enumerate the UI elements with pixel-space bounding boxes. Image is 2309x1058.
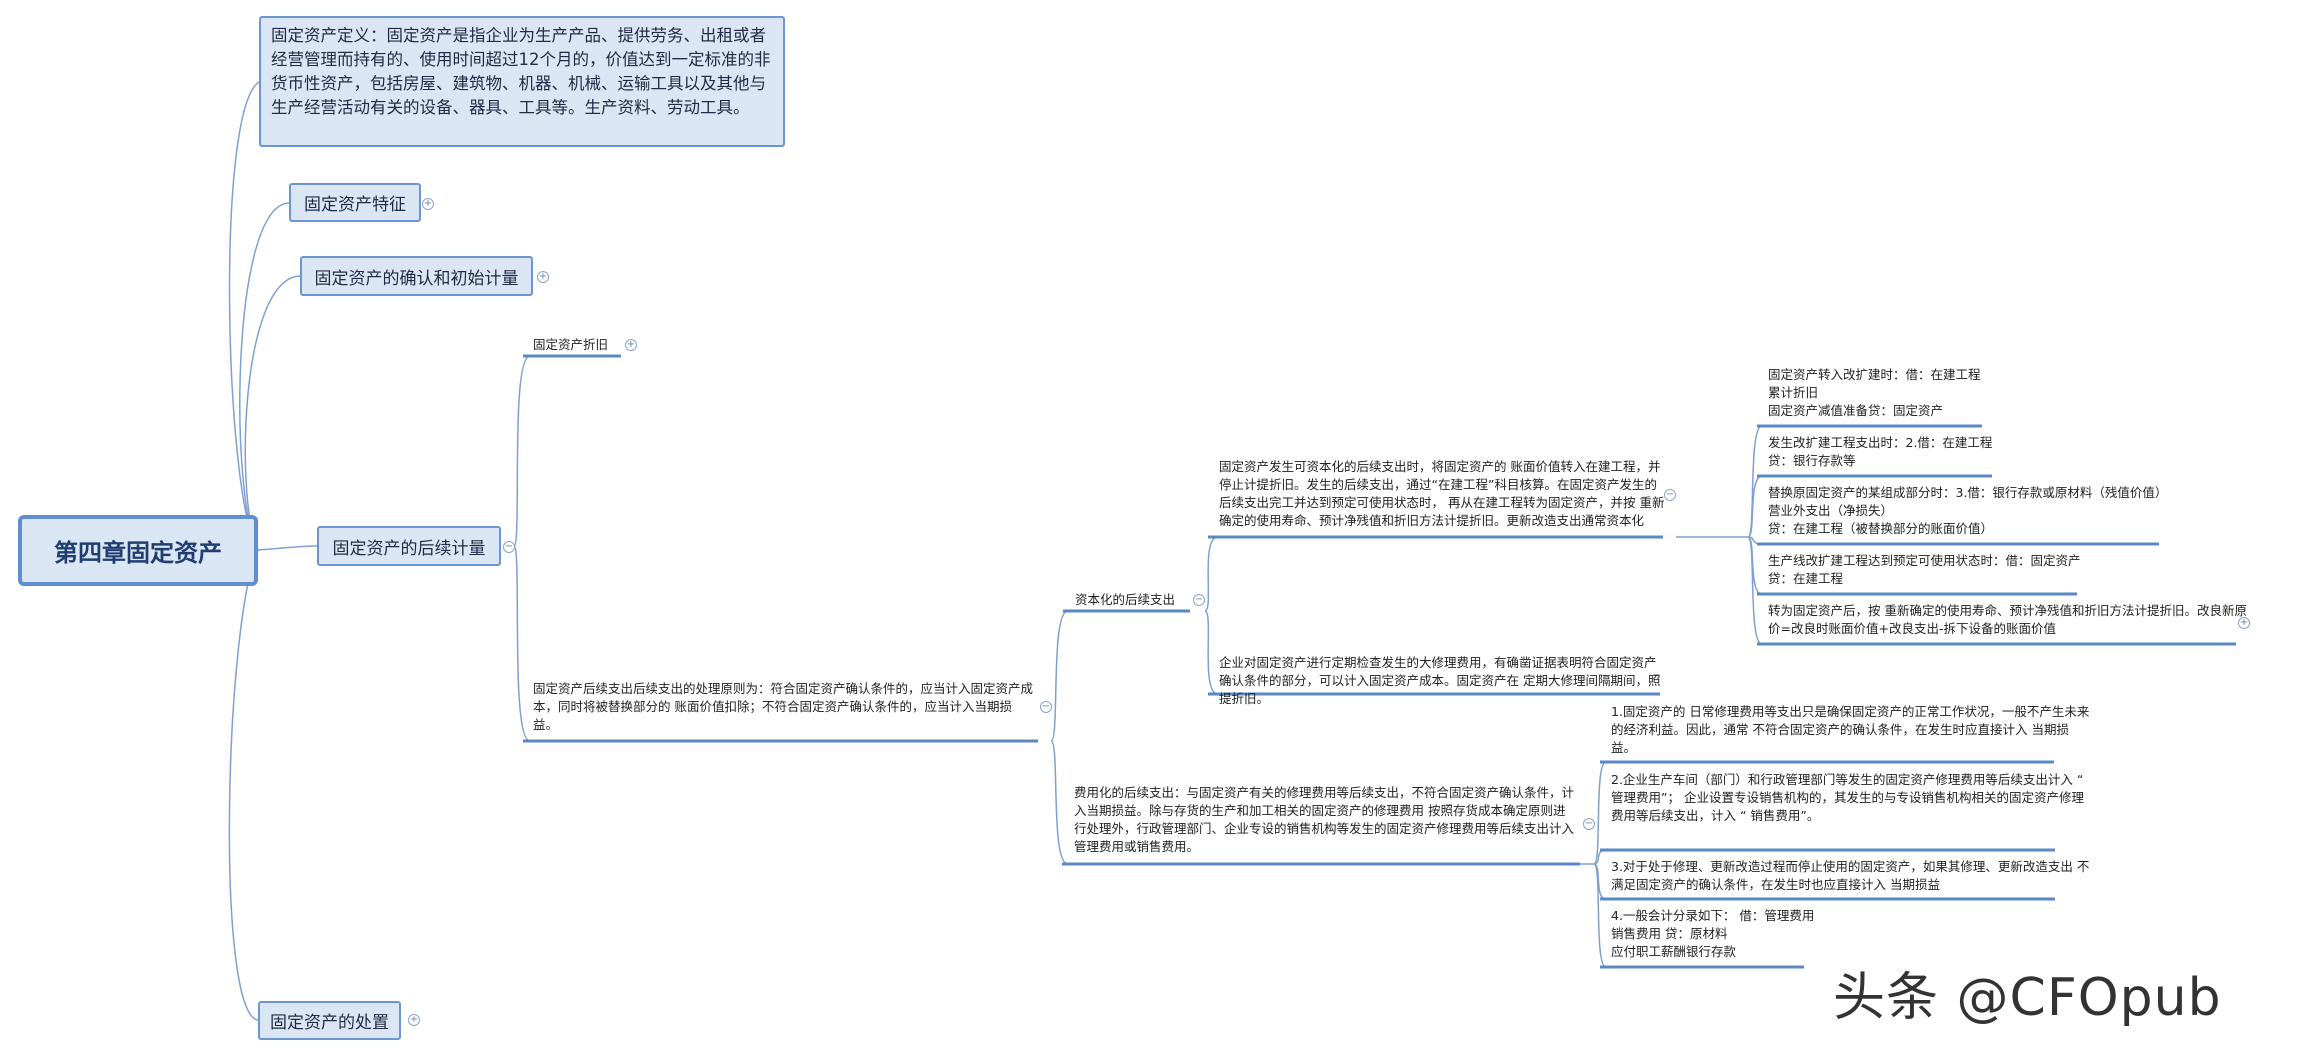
entry-3[interactable]: 替换原固定资产的某组成部分时：3.借：银行存款或原材料（残值价值） 营业外支出（… — [1768, 485, 2168, 536]
topic-disposal[interactable]: 固定资产的处置 — [258, 1001, 401, 1040]
expand-plus-icon[interactable]: + — [408, 1014, 420, 1026]
capitalized-item-2[interactable]: 企业对固定资产进行定期检查发生的大修理费用，有确凿证据表明符合固定资产确认条件的… — [1219, 655, 1661, 706]
subsequent-label: 固定资产的后续计量 — [332, 538, 486, 559]
collapse-minus-icon[interactable]: − — [1664, 489, 1676, 501]
topic-subsequent[interactable]: 固定资产的后续计量 — [317, 526, 501, 566]
collapse-minus-icon[interactable]: − — [1193, 594, 1205, 606]
expense-entry-1[interactable]: 1.固定资产的 日常修理费用等支出只是确保固定资产的正常工作状况，一般不产生未来… — [1611, 704, 2090, 755]
root-topic[interactable]: 第四章固定资产 — [18, 515, 258, 586]
expand-plus-icon[interactable]: + — [625, 339, 637, 351]
root-topic-label: 第四章固定资产 — [54, 539, 222, 567]
capitalized-item-1[interactable]: 固定资产发生可资本化的后续支出时，将固定资产的 账面价值转入在建工程，并停止计提… — [1219, 459, 1665, 528]
topic-principle[interactable]: 固定资产后续支出后续支出的处理原则为：符合固定资产确认条件的，应当计入固定资产成… — [533, 681, 1034, 732]
definition-text: 固定资产定义：固定资产是指企业为生产产品、提供劳务、出租或者经营管理而持有的、使… — [271, 26, 771, 117]
expense-entry-3[interactable]: 3.对于处于修理、更新改造过程而停止使用的固定资产，如果其修理、更新改造支出 不… — [1611, 859, 2090, 892]
watermark: 头条 @CFOpub — [1833, 968, 2222, 1028]
collapse-minus-icon[interactable]: − — [503, 541, 515, 553]
entry-4[interactable]: 生产线改扩建工程达到预定可使用状态时：借：固定资产 贷：在建工程 — [1768, 553, 2081, 586]
recognition-label: 固定资产的确认和初始计量 — [314, 268, 519, 289]
features-label: 固定资产特征 — [304, 195, 406, 215]
expand-plus-icon[interactable]: + — [2238, 617, 2250, 629]
disposal-label: 固定资产的处置 — [270, 1013, 389, 1033]
topic-features[interactable]: 固定资产特征 — [289, 183, 421, 222]
expense-entry-2[interactable]: 2.企业生产车间（部门）和行政管理部门等发生的固定资产修理费用等后续支出计入 “… — [1611, 772, 2084, 823]
collapse-minus-icon[interactable]: − — [1583, 818, 1595, 830]
collapse-minus-icon[interactable]: − — [1040, 701, 1052, 713]
entry-2[interactable]: 发生改扩建工程支出时：2.借：在建工程 贷：银行存款等 — [1768, 435, 1993, 468]
topic-definition[interactable]: 固定资产定义：固定资产是指企业为生产产品、提供劳务、出租或者经营管理而持有的、使… — [259, 16, 785, 147]
expense-entry-4[interactable]: 4.一般会计分录如下： 借：管理费用 销售费用 贷：原材料 应付职工薪酬银行存款 — [1611, 908, 1815, 959]
topic-capitalized[interactable]: 资本化的后续支出 — [1075, 592, 1176, 607]
entry-1[interactable]: 固定资产转入改扩建时：借：在建工程 累计折旧 固定资产减值准备贷：固定资产 — [1768, 367, 1981, 418]
topic-recognition[interactable]: 固定资产的确认和初始计量 — [300, 256, 533, 296]
topic-expensed[interactable]: 费用化的后续支出：与固定资产有关的修理费用等后续支出，不符合固定资产确认条件，计… — [1074, 785, 1575, 854]
topic-depreciation[interactable]: 固定资产折旧 — [533, 337, 609, 352]
expand-plus-icon[interactable]: + — [422, 198, 434, 210]
expand-plus-icon[interactable]: + — [537, 271, 549, 283]
entry-5[interactable]: 转为固定资产后，按 重新确定的使用寿命、预计净残值和折旧方法计提折旧。改良新原 … — [1768, 603, 2247, 636]
